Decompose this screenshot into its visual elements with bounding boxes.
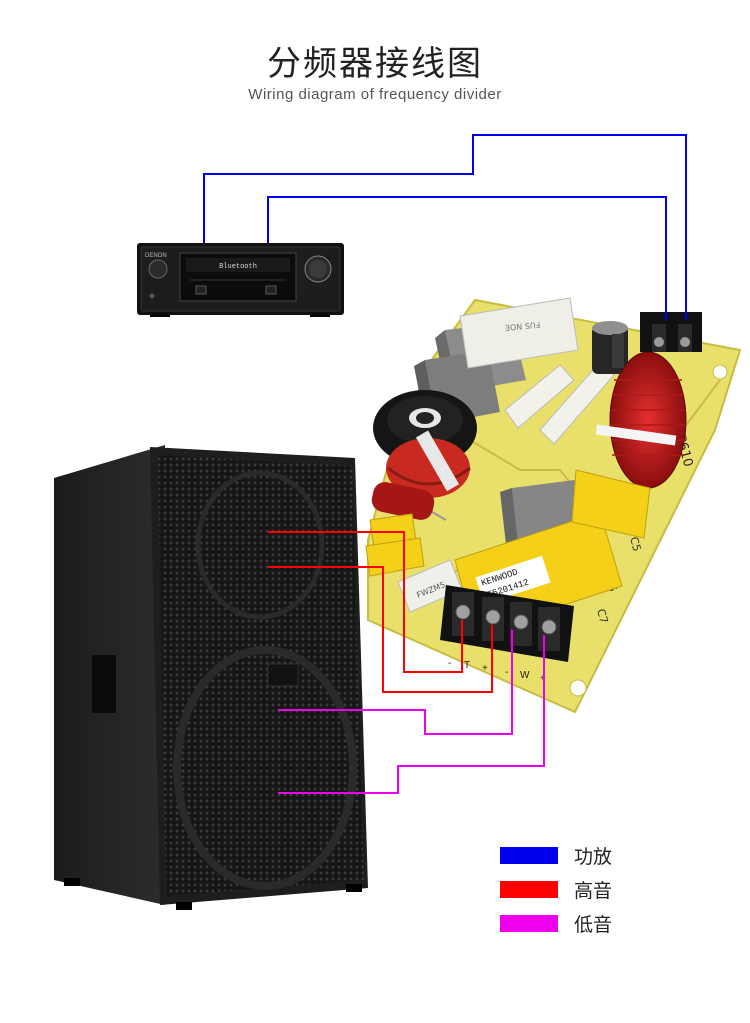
terminal-mark: -	[505, 667, 508, 678]
legend-swatch-woofer	[500, 914, 558, 932]
legend-item-tweeter: 高音	[500, 872, 700, 906]
woofer-wire	[278, 630, 513, 735]
yellow-capacitor	[571, 469, 651, 539]
legend: 功放 高音 低音	[500, 838, 700, 940]
receiver-display: Bluetooth	[219, 263, 257, 271]
amp-wire	[267, 196, 667, 320]
crossover-board: C6 C5 C7 10P610 FUS NOE FWZM5	[365, 297, 742, 714]
speaker-cabinet	[54, 445, 368, 910]
page-title: 分频器接线图	[267, 44, 483, 84]
legend-label-tweeter: 高音	[574, 879, 613, 902]
legend-item-woofer: 低音	[500, 906, 700, 940]
legend-label-amp: 功放	[574, 845, 613, 868]
wire-resistor	[371, 482, 447, 521]
mark-c7: C7	[594, 607, 610, 625]
output-terminal-block: - T + - W +	[440, 585, 574, 684]
cabinet-handle	[92, 655, 116, 713]
page-subtitle: Wiring diagram of frequency divider	[248, 86, 502, 103]
receiver-brand: DENON	[145, 253, 167, 259]
woofer-wires	[278, 630, 545, 794]
terminal-mark: -	[448, 658, 451, 669]
ceramic-resistor: FUS NOE	[459, 297, 579, 369]
tweeter-wire	[268, 531, 463, 673]
amplifier-receiver: DENON Bluetooth	[137, 243, 344, 317]
electrolytic-capacitor	[592, 321, 628, 374]
legend-label-woofer: 低音	[574, 913, 613, 936]
tweeter-wire	[268, 566, 493, 693]
speaker-grille	[158, 455, 364, 896]
tweeter-wires	[268, 531, 493, 693]
amp-wires	[203, 134, 687, 320]
input-terminal-block	[640, 312, 702, 352]
receiver-knob-left	[148, 259, 168, 279]
woofer-wire	[278, 635, 545, 794]
terminal-mark: +	[482, 663, 488, 674]
ferrite-inductor	[373, 390, 477, 498]
legend-swatch-amp	[500, 846, 558, 864]
ceramic-resistor	[504, 364, 575, 429]
inductor-coil	[595, 351, 687, 489]
terminal-mark: W	[520, 670, 530, 681]
legend-swatch-tweeter	[500, 880, 558, 898]
terminal-mark: T	[464, 660, 470, 671]
svg-text:FUS NOE: FUS NOE	[505, 320, 541, 332]
ceramic-resistor: FWZM5	[397, 559, 463, 613]
amp-wire	[203, 134, 687, 320]
legend-item-amp: 功放	[500, 838, 700, 872]
mark-c5: C5	[627, 535, 643, 553]
ceramic-resistor	[539, 361, 615, 445]
